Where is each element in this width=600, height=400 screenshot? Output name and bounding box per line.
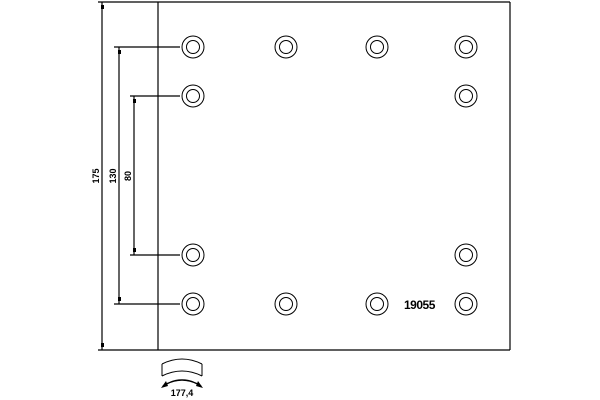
bolt-hole-icon	[274, 292, 298, 316]
bolt-hole-icon	[181, 292, 205, 316]
dimension-label-175: 175	[91, 168, 101, 183]
part-number: 19055	[404, 298, 436, 312]
dimension-label-80: 80	[123, 171, 133, 181]
bolt-hole-icon	[181, 243, 205, 267]
bolt-holes	[181, 35, 478, 316]
bolt-hole-icon	[454, 84, 478, 108]
bolt-hole-icon	[454, 243, 478, 267]
dimension-label-130: 130	[108, 168, 118, 183]
arc-dimension-label: 177,4	[171, 388, 194, 398]
dimension-80	[130, 95, 180, 256]
dimension-175	[101, 2, 104, 350]
bolt-hole-icon	[365, 35, 389, 59]
bolt-hole-icon	[454, 35, 478, 59]
bolt-hole-icon	[181, 84, 205, 108]
arc-radius-icon	[161, 358, 203, 388]
bolt-hole-icon	[454, 292, 478, 316]
dimension-130	[114, 46, 180, 305]
lining-outline	[98, 1, 511, 351]
bolt-hole-icon	[365, 292, 389, 316]
bolt-hole-icon	[274, 35, 298, 59]
bolt-hole-icon	[181, 35, 205, 59]
